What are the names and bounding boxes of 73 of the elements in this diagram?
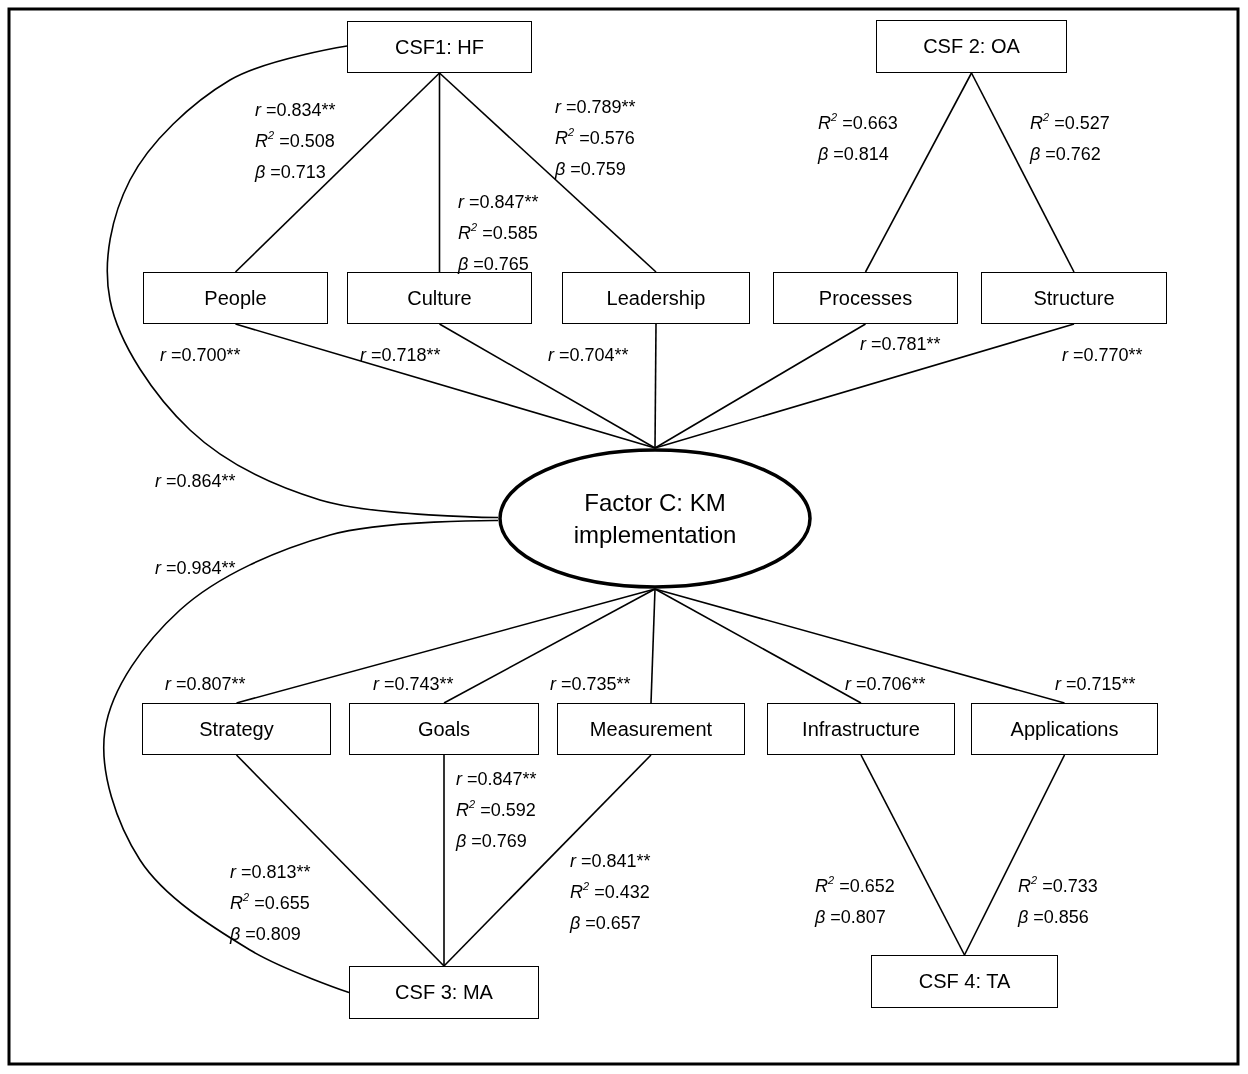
factor-box xyxy=(767,703,955,755)
edge-label: r =0.813** R$^{2}$ =0.655 β =0.809 xyxy=(230,861,312,946)
curved-connector xyxy=(103,519,499,994)
node-label: Strategy xyxy=(199,717,274,741)
factor-box xyxy=(871,955,1058,1008)
factor-box xyxy=(349,966,539,1019)
node-label: Applications xyxy=(1010,717,1119,741)
factor-box xyxy=(143,272,328,324)
connector-line xyxy=(443,754,445,967)
node-label: Processes xyxy=(818,286,913,310)
connector-line xyxy=(443,754,652,967)
connector-line xyxy=(860,754,966,956)
factor-box xyxy=(773,272,958,324)
node-label: CSF1: HF xyxy=(395,35,484,59)
edge-label: r =0.770** xyxy=(1062,344,1144,367)
edge-label: r =0.841** R$^{2}$ =0.432 β =0.657 xyxy=(570,850,652,935)
edge-label: r =0.743** xyxy=(373,673,455,696)
edge-label: r =0.847** R$^{2}$ =0.585 β =0.765 xyxy=(458,191,540,276)
node-label: People xyxy=(204,286,267,310)
connector-line xyxy=(235,754,445,967)
connector-line xyxy=(443,588,656,704)
factor-box xyxy=(562,272,750,324)
factor-box xyxy=(347,272,532,324)
connector-line xyxy=(654,588,862,704)
curved-connector xyxy=(106,45,499,519)
edge-label: r =0.984** xyxy=(155,557,237,580)
connector-line xyxy=(963,754,1066,956)
edge-label: r =0.781** xyxy=(860,333,942,356)
factor-box xyxy=(971,703,1158,755)
edge-label: r =0.789** R$^{2}$ =0.576 β =0.759 xyxy=(555,96,637,181)
node-label: CSF 4: TA xyxy=(918,970,1011,993)
factor-box xyxy=(981,272,1167,324)
connector-line xyxy=(438,323,656,449)
edge-label: r =0.718** xyxy=(360,344,442,367)
edge-label: r =0.706** xyxy=(845,673,927,696)
edge-label: r =0.864** xyxy=(155,470,237,493)
edge-label: r =0.704** xyxy=(548,344,630,367)
node-label: Structure xyxy=(1033,286,1115,310)
edge-label: r =0.807** xyxy=(165,673,247,696)
connector-line xyxy=(970,72,1075,273)
factor-box xyxy=(557,703,745,755)
edge-label: R$^{2}$ =0.527 β =0.762 xyxy=(1030,110,1111,166)
factor-box xyxy=(347,21,532,73)
factor-box xyxy=(142,703,331,755)
factor-box xyxy=(349,703,539,755)
node-label: CSF 3: MA xyxy=(395,981,493,1004)
edge-label: R$^{2}$ =0.663 β =0.814 xyxy=(818,110,899,166)
node-label: CSF 2: OA xyxy=(923,35,1020,58)
edge-label: r =0.847** R$^{2}$ =0.592 β =0.769 xyxy=(456,768,538,853)
node-label: Measurement xyxy=(589,717,713,741)
connector-line xyxy=(234,72,441,273)
connector-line xyxy=(650,588,656,704)
edge-label: R$^{2}$ =0.733 β =0.856 xyxy=(1018,873,1099,929)
connector-line xyxy=(864,72,973,273)
edge-label: r =0.834** R$^{2}$ =0.508 β =0.713 xyxy=(255,99,337,184)
edge-label: r =0.715** xyxy=(1055,673,1137,696)
node-label: Factor C: KM implementation xyxy=(572,487,738,550)
factor-box xyxy=(876,20,1067,73)
node-label: Goals xyxy=(417,717,471,741)
connector-line xyxy=(234,323,656,449)
edge-label: r =0.700** xyxy=(160,344,242,367)
connector-line xyxy=(654,323,657,449)
factor-ellipse xyxy=(498,448,812,589)
edge-label: r =0.735** xyxy=(550,673,632,696)
connector-line xyxy=(654,588,1066,704)
node-label: Infrastructure xyxy=(802,717,920,741)
connector-line xyxy=(438,72,657,273)
node-label: Culture xyxy=(407,286,472,310)
edge-label: R$^{2}$ =0.652 β =0.807 xyxy=(815,873,896,929)
connector-line xyxy=(654,323,867,449)
connector-line xyxy=(438,72,441,273)
node-label: Leadership xyxy=(606,286,706,310)
connector-line xyxy=(654,323,1075,449)
